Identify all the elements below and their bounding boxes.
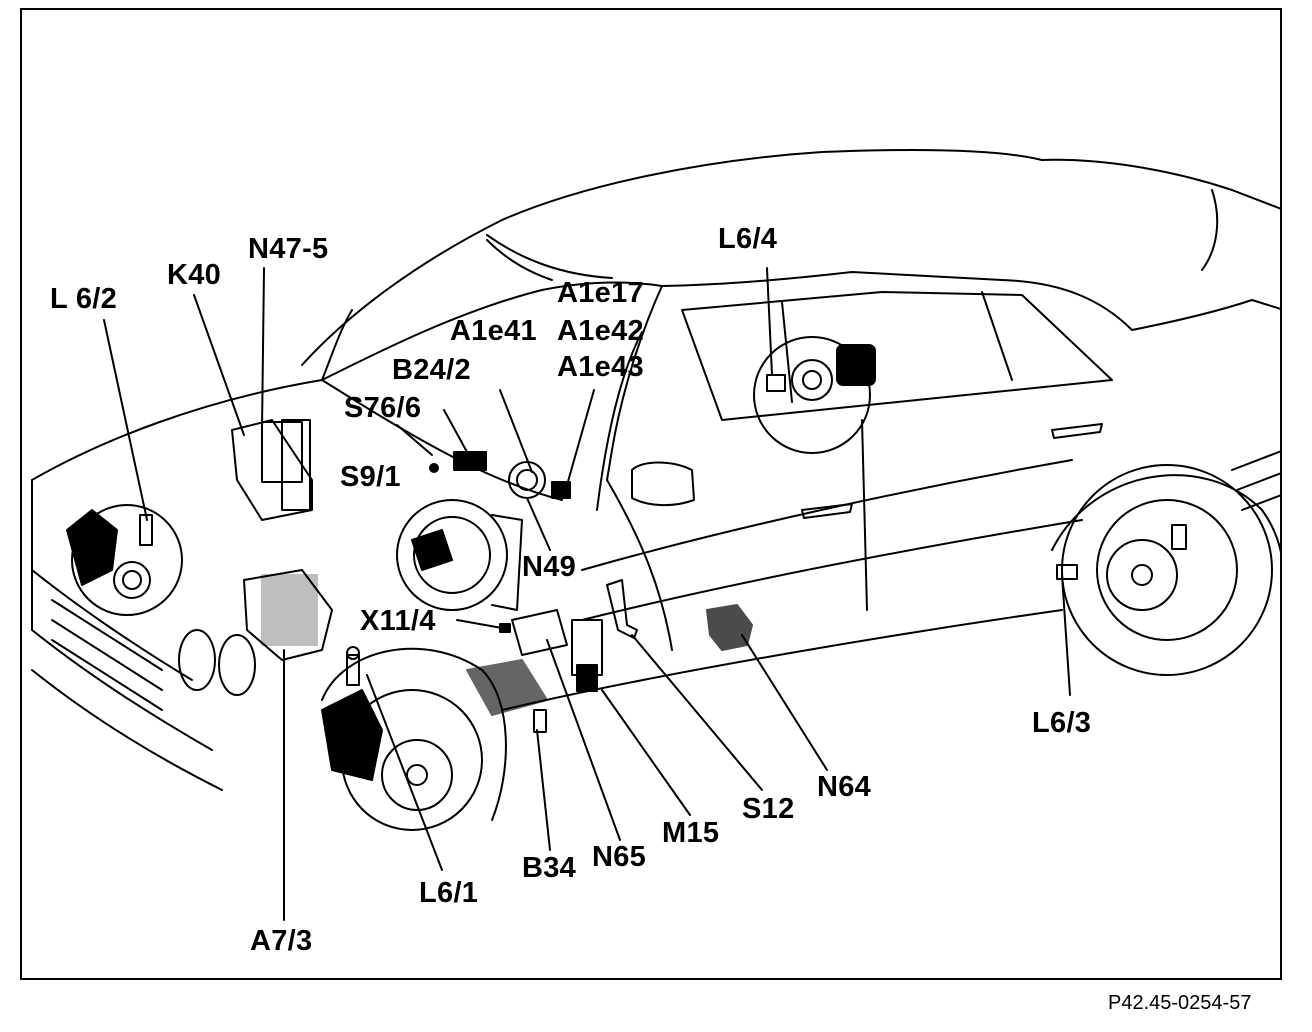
front-right-brake-assembly	[321, 646, 483, 831]
module-n64	[706, 604, 753, 651]
leader-lines	[103, 239, 1071, 921]
label-a7-3: A7/3	[250, 925, 313, 957]
label-l6-3: L6/3	[1032, 707, 1092, 739]
label-x11-4: X11/4	[360, 605, 436, 637]
label-b24-2: B24/2	[392, 354, 471, 386]
figure-code: P42.45-0254-57	[1108, 992, 1252, 1014]
label-k40: K40	[167, 259, 222, 291]
switch-s9-1	[429, 463, 439, 473]
relay-module-k40	[231, 419, 313, 521]
label-m15: M15	[662, 817, 720, 849]
label-s76-6: S76/6	[344, 392, 422, 424]
label-a1e41: A1e41	[450, 315, 537, 347]
label-l6-4: L6/4	[718, 223, 778, 255]
control-unit-a7-3	[243, 569, 333, 661]
car-body-outline	[31, 149, 1280, 821]
switch-s12	[606, 579, 638, 639]
motor-m15	[571, 619, 603, 692]
label-a1e43: A1e43	[557, 351, 644, 383]
label-n65: N65	[592, 841, 647, 873]
hydraulic-unit-b34	[466, 659, 548, 733]
sensor-b24-2	[453, 451, 487, 471]
label-a1e17: A1e17	[557, 277, 644, 309]
sensor-a1e43	[551, 481, 571, 499]
label-n64: N64	[817, 771, 872, 803]
label-a1e42: A1e42	[557, 315, 644, 347]
module-n65	[511, 609, 568, 656]
clock-spring-n49	[508, 461, 546, 499]
rear-left-brake-assembly	[753, 336, 876, 454]
vehicle-component-diagram	[31, 149, 1280, 921]
label-l6-1: L6/1	[419, 877, 479, 909]
label-s12: S12	[742, 793, 795, 825]
brake-booster	[396, 499, 523, 611]
label-b34: B34	[522, 852, 577, 884]
label-l6-2: L 6/2	[50, 283, 118, 315]
rear-right-wheel-assembly	[1056, 464, 1273, 676]
label-n49: N49	[522, 551, 577, 583]
label-s9-1: S9/1	[340, 461, 401, 493]
label-n47-5: N47-5	[248, 233, 329, 265]
diagram-frame: L 6/2 K40 N47-5 A1e17 A1e41 A1e42 A1e43 …	[20, 8, 1282, 980]
front-left-brake-assembly	[66, 504, 183, 616]
